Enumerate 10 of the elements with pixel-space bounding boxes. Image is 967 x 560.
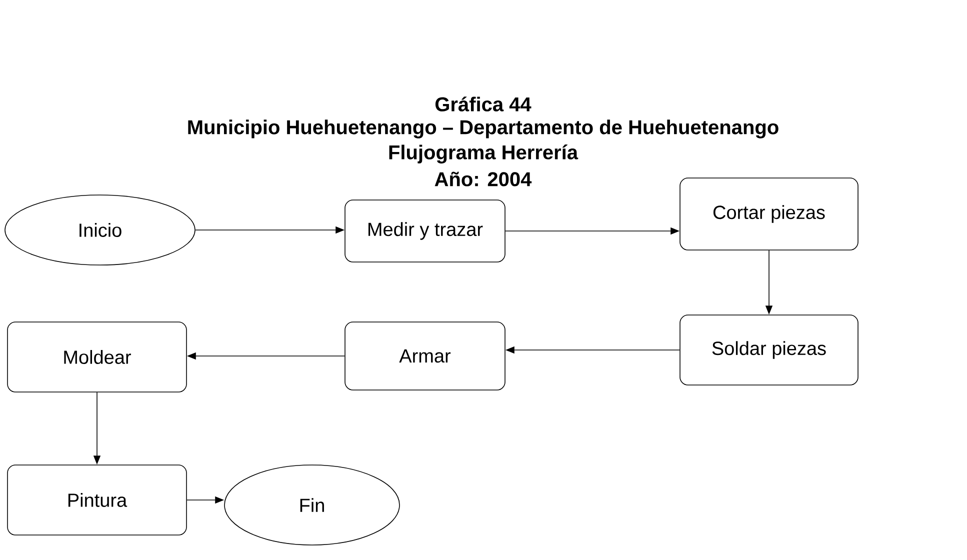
process-box: Medir y trazar	[344, 200, 506, 262]
process-box: Cortar piezas	[680, 178, 858, 250]
subtitle: Municipio Huehuetenango – Departamento de Huehuetenango	[188, 120, 778, 138]
subtitle: Año: 2004	[434, 172, 532, 186]
process-box: Moldear	[7, 322, 187, 392]
process-box: Soldar piezas	[680, 314, 858, 386]
subtitle: Flujograma Herrería	[389, 144, 578, 164]
title: Gráfica 44	[435, 96, 532, 112]
process-box: Pintura	[7, 464, 187, 536]
process-box: Armar	[344, 322, 506, 390]
